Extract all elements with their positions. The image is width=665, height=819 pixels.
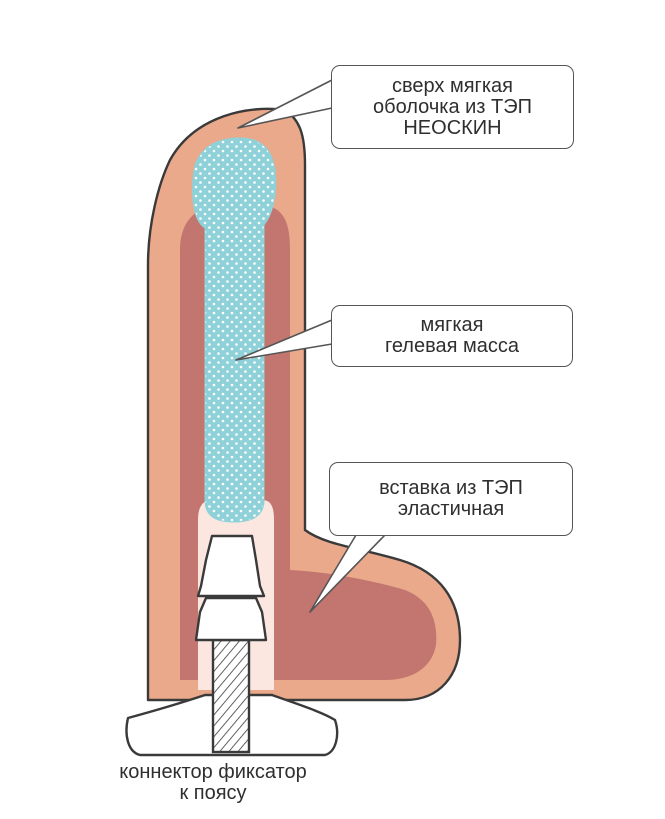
connector-caption-line-2: к поясу <box>179 782 247 804</box>
callout-outer-shell: сверх мягкая оболочка из ТЭП НЕОСКИН <box>331 65 574 149</box>
connector-caption-line-1: коннектор фиксатор <box>119 761 307 783</box>
callout-elastic-insert-line-2: эластичная <box>397 498 505 520</box>
gel-core <box>191 137 277 523</box>
callout-outer-shell-line-1: сверх мягкая <box>392 74 513 97</box>
callout-gel-core-line-2: гелевая масса <box>384 335 519 357</box>
connector-caption: коннектор фиксатор к поясу <box>88 762 338 804</box>
connector-cap-bottom <box>194 596 268 642</box>
callout-gel-core-line-1: мягкая <box>420 314 484 336</box>
callout-pointer-shell <box>237 79 333 129</box>
connector-rod <box>211 638 251 754</box>
connector-cap-top <box>196 534 266 598</box>
callout-pointer-gel <box>235 319 333 361</box>
callout-elastic-insert-line-1: вставка из ТЭП <box>379 477 523 499</box>
callout-outer-shell-line-3: НЕОСКИН <box>403 116 502 139</box>
callout-gel-core: мягкая гелевая масса <box>331 305 573 367</box>
callout-outer-shell-line-2: оболочка из ТЭП <box>373 95 532 118</box>
callout-elastic-insert: вставка из ТЭП эластичная <box>329 462 573 536</box>
callout-pointer-insert <box>309 534 386 613</box>
